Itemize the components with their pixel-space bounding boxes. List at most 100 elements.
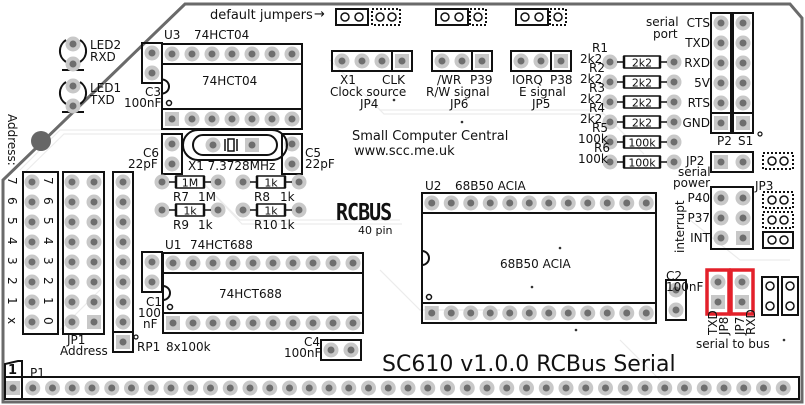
c5-capacitor-outline [281,133,303,175]
pad-hole [428,309,436,317]
jp6-header-pin [475,54,489,68]
u2-68b50-acia-pin [463,195,479,211]
r4-resistor-pin [666,114,682,130]
pad-hole [700,384,708,392]
pad-hole [329,319,337,327]
jp4-right: CLK [382,73,405,87]
rp1-pin1-marker [133,334,139,340]
u2-68b50-acia-pin [580,195,596,211]
ring [785,281,795,291]
address-inner-label-3: 4 [41,237,55,245]
r4-resistor-pin [602,114,618,130]
pad-hole [28,258,36,266]
c1-value-line1: 100 [138,306,161,320]
pad-hole [717,19,725,27]
pad-hole [68,218,76,226]
p1-pin [617,380,633,396]
pad-hole [603,199,611,207]
u3-74hct04-pin [224,46,240,62]
u3-74hct04-pin [224,111,240,127]
s1-pin [736,116,750,130]
pad-hole [168,115,176,123]
u3-ref: U3 [164,28,181,42]
u1-74hct688-pin [265,255,281,271]
pad-hole [289,259,297,267]
c5-capacitor-pin [284,136,300,152]
address-inner-label-4: 3 [41,257,55,265]
jp2-outline [710,151,754,173]
c1-capacitor-outline [141,251,163,293]
pad-hole [717,158,725,166]
pad-hole [305,384,313,392]
r7-resistor-value-text: 1M [182,177,199,190]
jp3-row-label-p40: P40 [687,191,710,205]
pad-hole [525,199,533,207]
p1-pin [420,380,436,396]
pad-hole [358,57,366,65]
jp7-pin [735,295,749,309]
p1-pin [637,380,653,396]
r5-ref: R5 [592,121,608,135]
pad-hole [542,384,550,392]
crystal-symbol-icon [227,138,235,152]
ring [767,235,777,245]
jumper-ring [779,235,789,245]
jp1-pin [86,274,102,290]
u1-74hct688-pin [205,315,221,331]
r4-resistor: 2k2 [602,114,682,130]
ring [779,195,789,205]
serial-to-bus-jumpers [705,268,799,316]
jumper-ring [767,215,777,225]
pad-hole [739,234,747,242]
c6-capacitor-pin [164,156,180,172]
r9-resistor-value-text: 1k [183,205,197,218]
pad-hole [226,384,234,392]
pad-hole [90,258,98,266]
jp1-pin [64,214,80,230]
serial-port-label-1: serial [646,15,679,29]
rp1-pin [115,214,131,230]
pad-hole [349,259,357,267]
p2-pin [713,95,729,111]
jp6-header-outline [431,50,493,72]
jp6-right: P39 [470,73,493,87]
pad-hole [621,384,629,392]
r4-resistor-value-text: 2k2 [632,117,652,130]
pad-hole [68,198,76,206]
c2-capacitor [665,279,687,321]
pad-hole [467,199,475,207]
jumper-ring [767,156,777,166]
u1-74hct688 [162,252,364,334]
serial-port-label-2: port [653,27,678,41]
pad-hole [90,178,98,186]
jp1-desc: Address [60,344,108,358]
pad-hole [169,319,177,327]
p1-pin [558,380,574,396]
pad-hole [90,238,98,246]
pad-hole [68,178,76,186]
u2-68b50-acia-pin [443,195,459,211]
u3-74hct04-pin [264,111,280,127]
r3-value: 2k2 [580,92,603,106]
pad-hole [28,238,36,246]
r2-resistor: 2k2 [602,74,682,90]
u3-74hct04-pin [284,111,300,127]
r2-value: 2k2 [580,72,603,86]
c1-value-line2: nF [143,317,158,331]
p1-pin [459,380,475,396]
pad-hole [295,178,303,186]
u2-68b50-acia [421,192,657,324]
address-inner-label-7: 0 [41,317,55,325]
u3-74hct04-pin [244,46,260,62]
pad-hole [246,384,254,392]
pad-hole [606,78,614,86]
jp2-default-legend [762,152,794,170]
pad-hole [424,384,432,392]
pad-hole [714,298,722,306]
u1-ref: U1 [165,238,182,252]
u1-74hct688-bottom-row [162,312,364,334]
rp1-value: 8x100k [166,340,211,354]
u2-68b50-acia-pin1-marker [425,293,433,301]
pad-hole [49,384,56,392]
